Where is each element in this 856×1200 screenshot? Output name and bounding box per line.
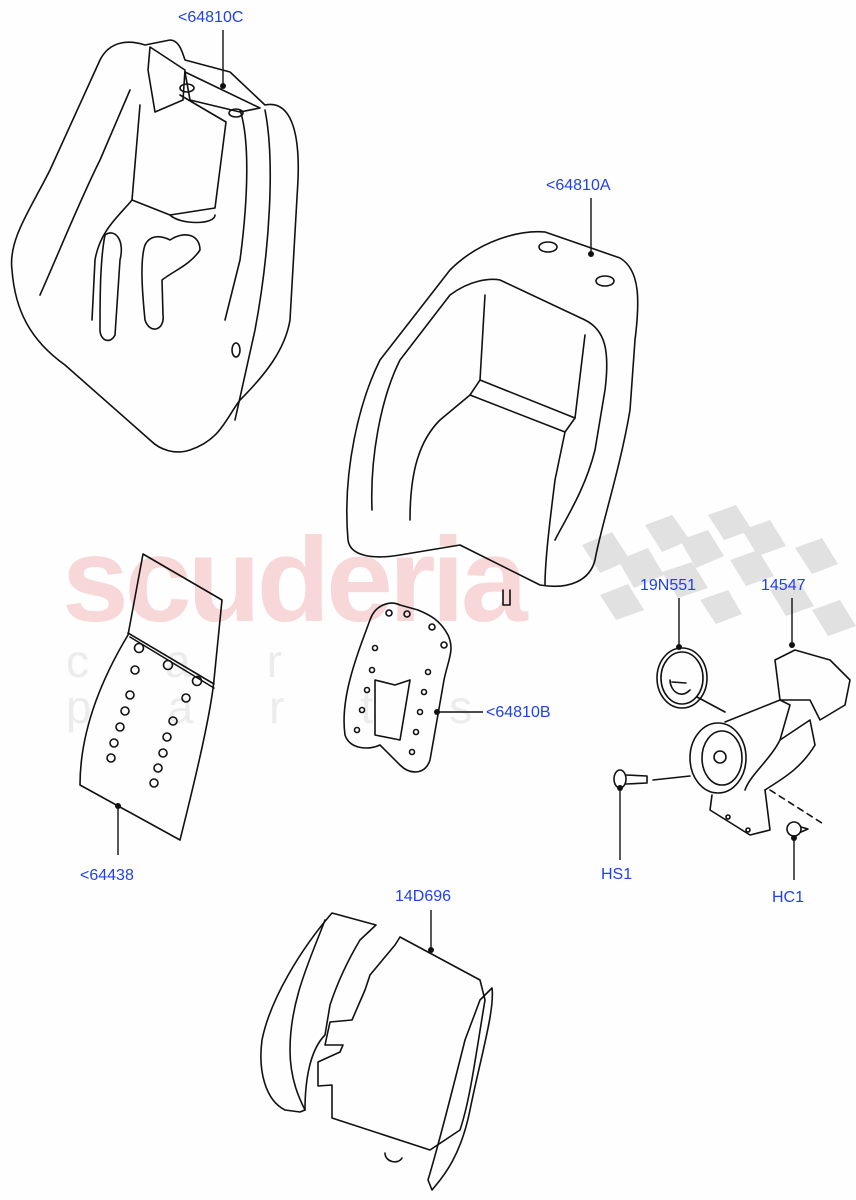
- part-HC1-drawing: [786, 821, 809, 837]
- part-label-64810A[interactable]: <64810A: [546, 177, 611, 194]
- part-HS1-drawing: [613, 769, 691, 789]
- part-64810A-drawing: [346, 230, 639, 606]
- part-64438-drawing: [79, 553, 223, 841]
- part-label-64438[interactable]: <64438: [80, 867, 134, 884]
- part-64810B-drawing: [343, 602, 452, 773]
- part-label-64810B[interactable]: <64810B: [486, 704, 551, 721]
- part-label-14D696[interactable]: 14D696: [395, 888, 452, 905]
- leader-lines: [117, 30, 795, 950]
- part-label-14547[interactable]: 14547: [761, 577, 806, 594]
- part-label-HS1[interactable]: HS1: [601, 866, 633, 883]
- part-label-HC1[interactable]: HC1: [772, 889, 805, 906]
- part-label-19N551[interactable]: 19N551: [640, 577, 697, 594]
- part-14547-drawing: [689, 649, 851, 836]
- part-19N551-drawing: [656, 647, 726, 713]
- leader-dots: [115, 83, 797, 953]
- part-14D696-drawing: [260, 912, 494, 1191]
- part-64810C-drawing: [10, 39, 300, 453]
- part-label-64810C[interactable]: <64810C: [178, 9, 244, 26]
- checkered-flag-icon: [582, 505, 856, 636]
